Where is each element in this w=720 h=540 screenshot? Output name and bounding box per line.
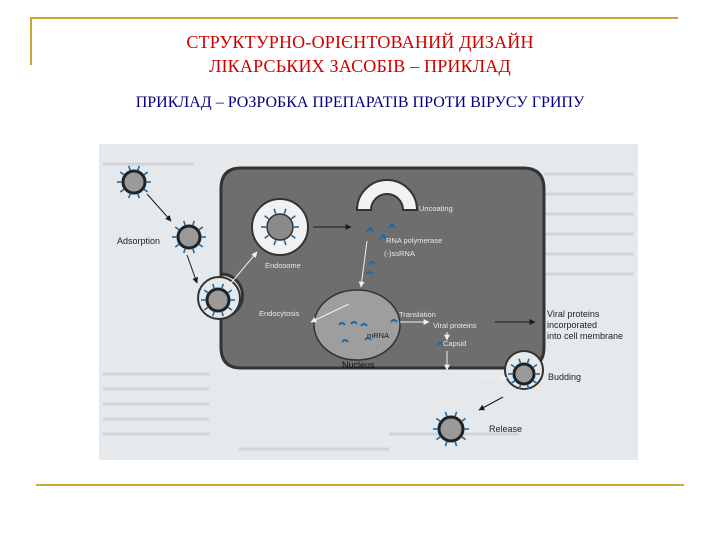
endosome-virion: [266, 213, 294, 241]
spike: [191, 248, 196, 254]
spike: [127, 165, 132, 171]
spike: [136, 193, 141, 199]
process-arrows: [146, 193, 536, 411]
virion-endocytosis: [205, 287, 231, 313]
label-viral-proteins-1: Viral proteins: [547, 309, 600, 319]
label-capsid: Capsid: [443, 339, 466, 348]
slide-subtitle: ПРИКЛАД – РОЗРОБКА ПРЕПАРАТІВ ПРОТИ ВІРУ…: [135, 94, 585, 111]
spike: [532, 379, 538, 385]
label-viral-proteins-2: incorporated: [547, 320, 597, 330]
spike: [227, 289, 233, 294]
rna-segments: [338, 222, 444, 346]
label-budding: Budding: [548, 372, 581, 382]
spike: [119, 188, 125, 193]
spike: [461, 435, 467, 441]
spike: [203, 306, 209, 311]
virion-release: [437, 415, 465, 443]
spike: [290, 234, 296, 239]
spike: [136, 165, 141, 171]
virion-budding: [512, 362, 536, 386]
spike: [119, 171, 125, 176]
spike: [454, 441, 458, 447]
spike: [283, 208, 287, 214]
spike: [182, 248, 187, 254]
label-adsorption: Adsorption: [117, 236, 160, 246]
spike: [532, 363, 538, 369]
label-neg-ssrna: (-)ssRNA: [384, 249, 415, 258]
influenza-lifecycle-figure: Adsorption Endosome Endocytosis Uncoatin…: [99, 144, 638, 460]
spike: [518, 384, 522, 390]
slide-title-line-1: СТРУКТУРНО-ОРІЄНТОВАНИЙ ДИЗАЙН: [186, 32, 534, 52]
spike: [143, 188, 149, 193]
spike: [510, 363, 516, 369]
spike: [211, 311, 216, 317]
bottom-rule: [36, 484, 684, 486]
spike: [127, 193, 132, 199]
spike: [435, 417, 441, 423]
nucleus: [313, 289, 401, 361]
spike: [174, 226, 180, 231]
spike: [191, 220, 196, 226]
label-nucleocapsid: Nucleocapsid: [435, 371, 480, 380]
label-viral-proteins-3: into cell membrane: [547, 331, 623, 341]
virion-spikes: [117, 165, 540, 447]
spike: [220, 311, 225, 317]
spike: [510, 379, 516, 385]
spike: [227, 306, 233, 311]
spike: [182, 220, 187, 226]
label-nucleus: Nucleus: [342, 360, 375, 370]
label-uncoating: Uncoating: [419, 204, 453, 213]
label-translation: Translation: [399, 310, 436, 319]
spike: [526, 358, 530, 364]
label-endosome: Endosome: [265, 261, 301, 270]
spike: [203, 289, 209, 294]
label-endocytosis: Endocytosis: [259, 309, 300, 318]
lifecycle-diagram: Adsorption Endosome Endocytosis Uncoatin…: [103, 162, 634, 451]
spike: [461, 417, 467, 423]
spike: [198, 226, 204, 231]
spike: [273, 240, 277, 246]
spike: [526, 384, 530, 390]
spike: [283, 240, 287, 246]
spike: [444, 411, 448, 417]
spike: [518, 358, 522, 364]
spike: [220, 283, 225, 289]
spike: [264, 234, 270, 239]
virion-adsorption: [176, 224, 202, 250]
slide-title-line-2: ЛІКАРСЬКИХ ЗАСОБІВ – ПРИКЛАД: [209, 56, 511, 76]
spike: [174, 243, 180, 248]
spike: [143, 171, 149, 176]
spike: [211, 283, 216, 289]
spike: [444, 441, 448, 447]
spike: [435, 435, 441, 441]
spike: [264, 215, 270, 220]
spike: [273, 208, 277, 214]
spike: [198, 243, 204, 248]
label-rna-polymerase: RNA polymerase: [386, 236, 442, 245]
label-mrna: mRNA: [367, 331, 389, 340]
top-rule: [30, 17, 678, 19]
left-rule: [30, 17, 32, 65]
uncoating-vesicle: [355, 179, 419, 211]
label-release: Release: [489, 424, 522, 434]
spike: [454, 411, 458, 417]
label-viral-proteins-inner: Viral proteins: [433, 321, 477, 330]
virion-top-left: [121, 169, 147, 195]
spike: [290, 215, 296, 220]
